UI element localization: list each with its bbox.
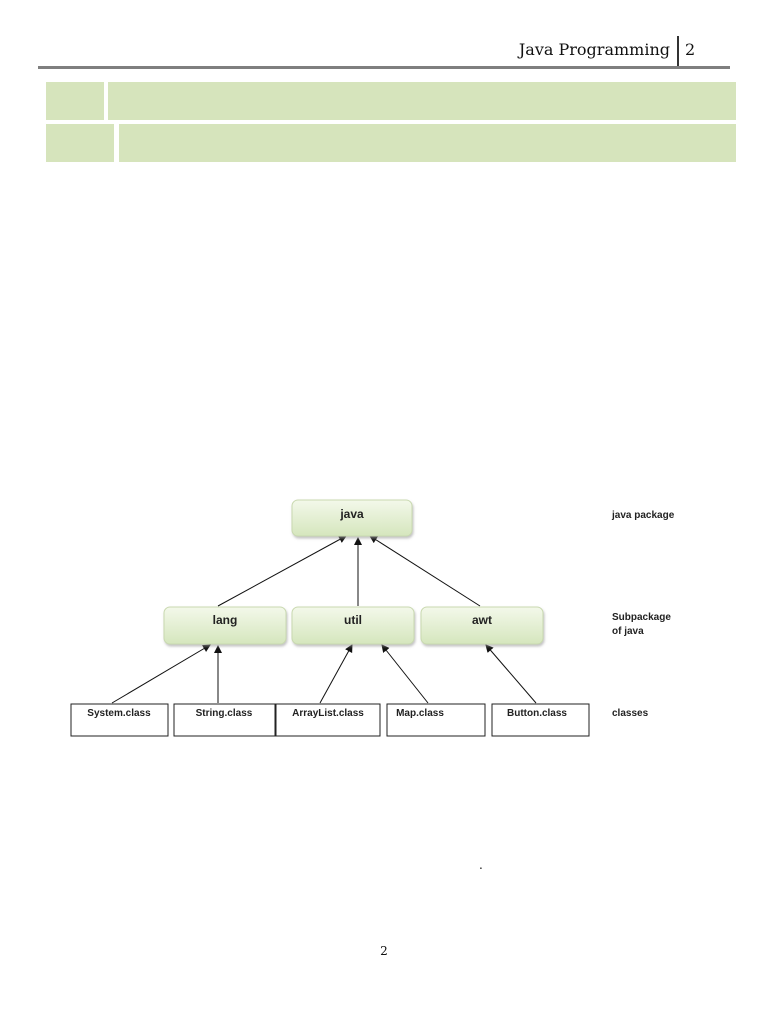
node-util-label: util bbox=[344, 613, 362, 627]
class-system: System.class bbox=[70, 703, 169, 737]
arrow-button-to-awt bbox=[485, 644, 537, 704]
label-subpackage-line2: of java bbox=[612, 626, 644, 637]
footer-page-number: 2 bbox=[380, 944, 388, 958]
header-rule bbox=[38, 66, 730, 69]
node-awt: awt bbox=[420, 606, 544, 645]
class-button: Button.class bbox=[491, 703, 590, 737]
label-java-package: java package bbox=[611, 510, 675, 521]
page-header: Java Programming 2 bbox=[0, 0, 768, 80]
shaded-band-2-right bbox=[119, 124, 736, 162]
class-map: Map.class bbox=[386, 703, 486, 737]
shaded-band-1-right bbox=[108, 82, 736, 120]
node-lang: lang bbox=[163, 606, 287, 645]
class-string-label: String.class bbox=[196, 708, 253, 719]
arrow-map-to-util bbox=[381, 644, 429, 704]
node-java-label: java bbox=[339, 507, 364, 521]
header-title: Java Programming bbox=[518, 40, 670, 59]
arrow-system-to-lang bbox=[111, 644, 211, 704]
class-arraylist-label: ArrayList.class bbox=[292, 708, 364, 719]
arrow-awt-to-java bbox=[369, 535, 481, 607]
shaded-band-2-left bbox=[46, 124, 114, 162]
node-util: util bbox=[291, 606, 415, 645]
label-subpackage-line1: Subpackage bbox=[612, 612, 671, 623]
node-awt-label: awt bbox=[472, 613, 492, 627]
class-system-label: System.class bbox=[87, 708, 151, 719]
class-string: String.class bbox=[173, 703, 276, 737]
stray-dot: . bbox=[479, 858, 483, 872]
label-classes: classes bbox=[612, 708, 649, 719]
class-arraylist: ArrayList.class bbox=[275, 703, 381, 737]
node-java: java bbox=[291, 499, 413, 537]
shaded-band-1-left bbox=[46, 82, 104, 120]
arrow-lang-to-java bbox=[217, 535, 347, 607]
class-map-label: Map.class bbox=[396, 708, 444, 719]
arrow-arraylist-to-util bbox=[319, 644, 353, 704]
header-page-number: 2 bbox=[685, 40, 696, 59]
class-button-label: Button.class bbox=[507, 708, 567, 719]
node-lang-label: lang bbox=[213, 613, 238, 627]
header-separator bbox=[677, 36, 679, 66]
